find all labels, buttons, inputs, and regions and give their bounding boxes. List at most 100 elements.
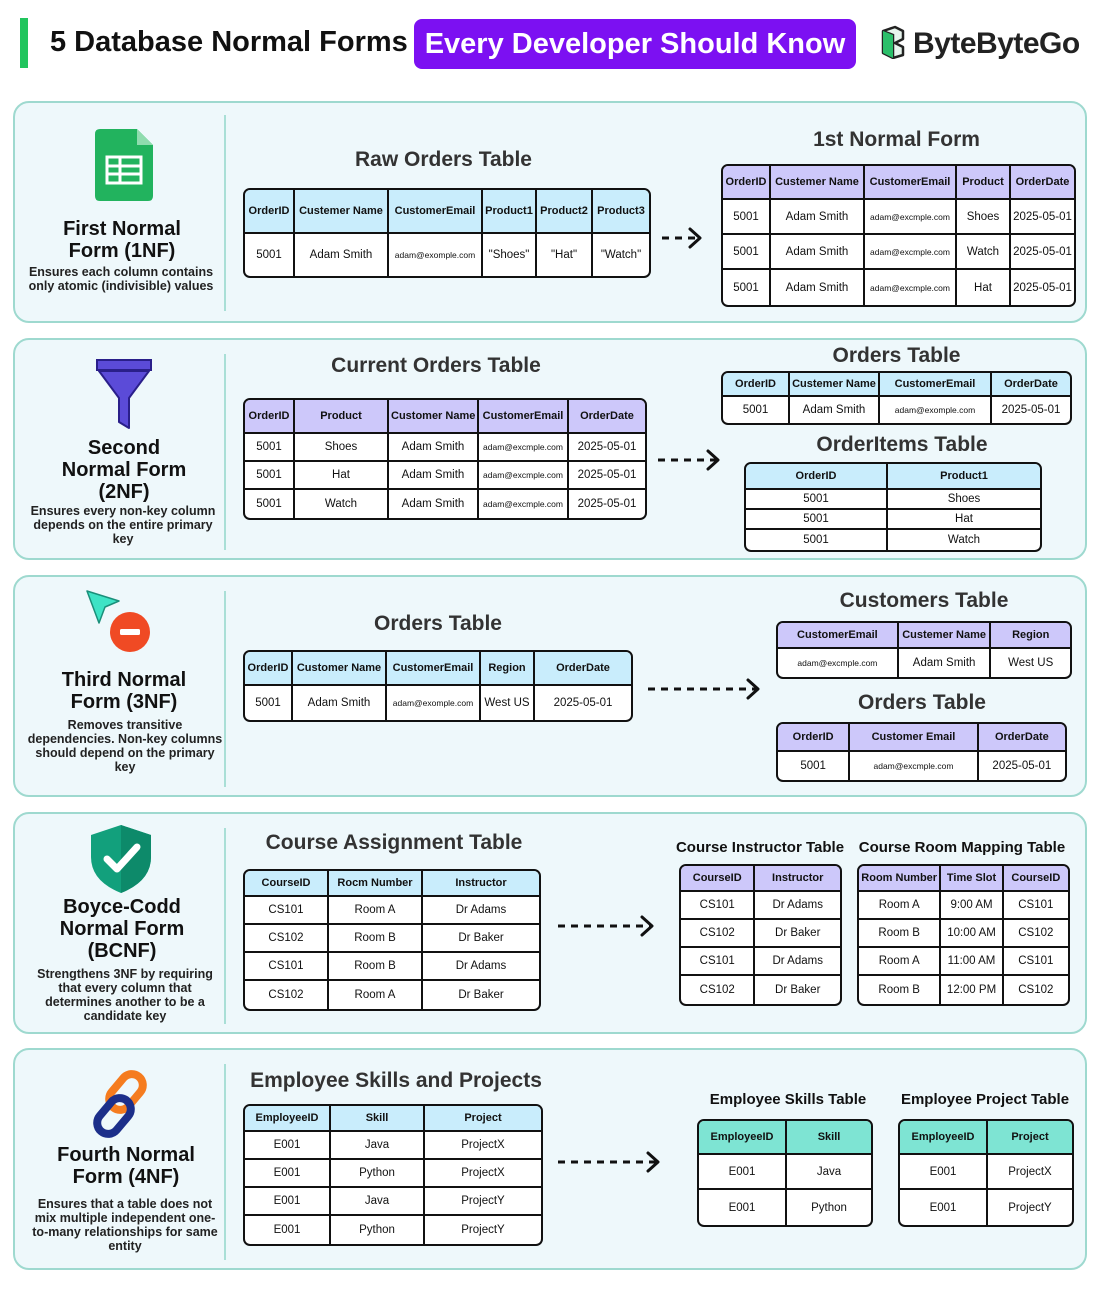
table-cell: Adam Smith — [389, 462, 479, 490]
table-cell: 2025-05-01 — [553, 697, 613, 709]
column-header: Instructor — [755, 866, 840, 892]
table-cell: Hat — [295, 462, 389, 490]
table-cell: Room A — [329, 897, 423, 925]
section-divider — [224, 115, 226, 311]
table-cell: adam@exomple.com — [389, 234, 483, 276]
table-cell: E001 — [699, 1190, 787, 1225]
table-cell: Java — [331, 1132, 425, 1160]
table-cell: Shoes — [957, 200, 1011, 235]
transform-arrow — [558, 1151, 660, 1173]
column-header: OrderID — [245, 190, 295, 234]
section-divider — [224, 1064, 226, 1260]
table-cell: 2025-05-01 — [1011, 235, 1074, 270]
column-header: Custemer Name — [898, 623, 992, 649]
table-cell: Java — [331, 1188, 425, 1216]
table-title: Employee Project Table — [900, 1091, 1070, 1108]
column-header: OrderDate — [978, 724, 1065, 752]
nf-name: Boyce-Codd Normal Form (BCNF) — [59, 896, 185, 962]
column-header: EmployeeID — [900, 1121, 988, 1155]
column-header: Project — [988, 1121, 1072, 1155]
table-cell: 5001 — [778, 752, 851, 780]
table-cell: Room A — [329, 981, 423, 1009]
table-cell: Watch — [957, 235, 1011, 270]
spreadsheet-icon — [95, 129, 153, 206]
column-header: OrderID — [723, 373, 790, 397]
table-cell: Adam Smith — [293, 686, 387, 720]
chain-link-icon — [87, 1070, 155, 1143]
table-cell: adam@excmple.com — [778, 649, 899, 677]
table-title: Customers Table — [839, 589, 1009, 612]
column-header: Product1 — [888, 464, 1040, 490]
column-header: OrderID — [778, 724, 851, 752]
table-cell: 5001 — [245, 434, 295, 462]
table-cell: E001 — [245, 1160, 331, 1188]
table-cell: Room B — [859, 976, 942, 1004]
table-cell: Shoes — [295, 434, 389, 462]
table-cell: Dr Adams — [755, 948, 840, 976]
table-cell: CS101 — [245, 953, 329, 981]
table-cell: Dr Baker — [775, 984, 821, 996]
brand: ByteByteGo — [879, 24, 1080, 64]
table-cell: adam@excmple.com — [850, 752, 979, 780]
table-cell: CS102 — [1018, 984, 1054, 996]
column-header: Rocm Number — [329, 871, 423, 897]
transform-arrow — [658, 449, 720, 471]
table-cell: 10:00 AM — [941, 920, 1004, 948]
table-cell: 5001 — [723, 397, 790, 423]
brand-name: ByteByteGo — [913, 27, 1080, 60]
section-divider — [224, 828, 226, 1024]
table-cell: "Shoes" — [483, 234, 537, 276]
table-cell: 5001 — [746, 490, 888, 510]
table-cell: CS101 — [681, 892, 756, 920]
table-cell: Room A — [859, 948, 942, 976]
table-cell: 2025-05-01 — [1011, 200, 1074, 235]
table-cell: Hat — [888, 510, 1040, 530]
column-header: Time Slot — [941, 866, 1004, 892]
table-cell: adam@excmple.com — [479, 434, 569, 462]
nf-name: First Normal Form (1NF) — [63, 218, 181, 262]
table-cell: 2025-05-01 — [569, 462, 645, 490]
table-cell: ProjectY — [425, 1188, 541, 1216]
column-header: CustomerEmail — [387, 652, 481, 686]
table-cell: E001 — [245, 1216, 331, 1244]
table-cell: West US — [481, 686, 535, 720]
column-header: Custemer Name — [295, 190, 389, 234]
table-cell: 5001 — [245, 234, 295, 276]
table-cell: 5001 — [723, 235, 771, 270]
table-title: Course Instructor Table — [675, 839, 845, 856]
table-cell: Adam Smith — [389, 490, 479, 518]
table-cell: 5001 — [245, 490, 295, 518]
nf-name: Second Normal Form (2NF) — [61, 437, 187, 503]
table-cell: ProjectY — [461, 1224, 505, 1236]
table-title: Orders Table — [832, 344, 961, 367]
table-cell: 2025-05-01 — [992, 760, 1052, 772]
table-cell: Shoes — [888, 490, 1040, 510]
column-header: OrderID — [746, 464, 888, 490]
column-header: OrderDate — [1011, 166, 1074, 200]
column-header: OrderID — [245, 652, 293, 686]
table-cell: Dr Adams — [423, 897, 539, 925]
